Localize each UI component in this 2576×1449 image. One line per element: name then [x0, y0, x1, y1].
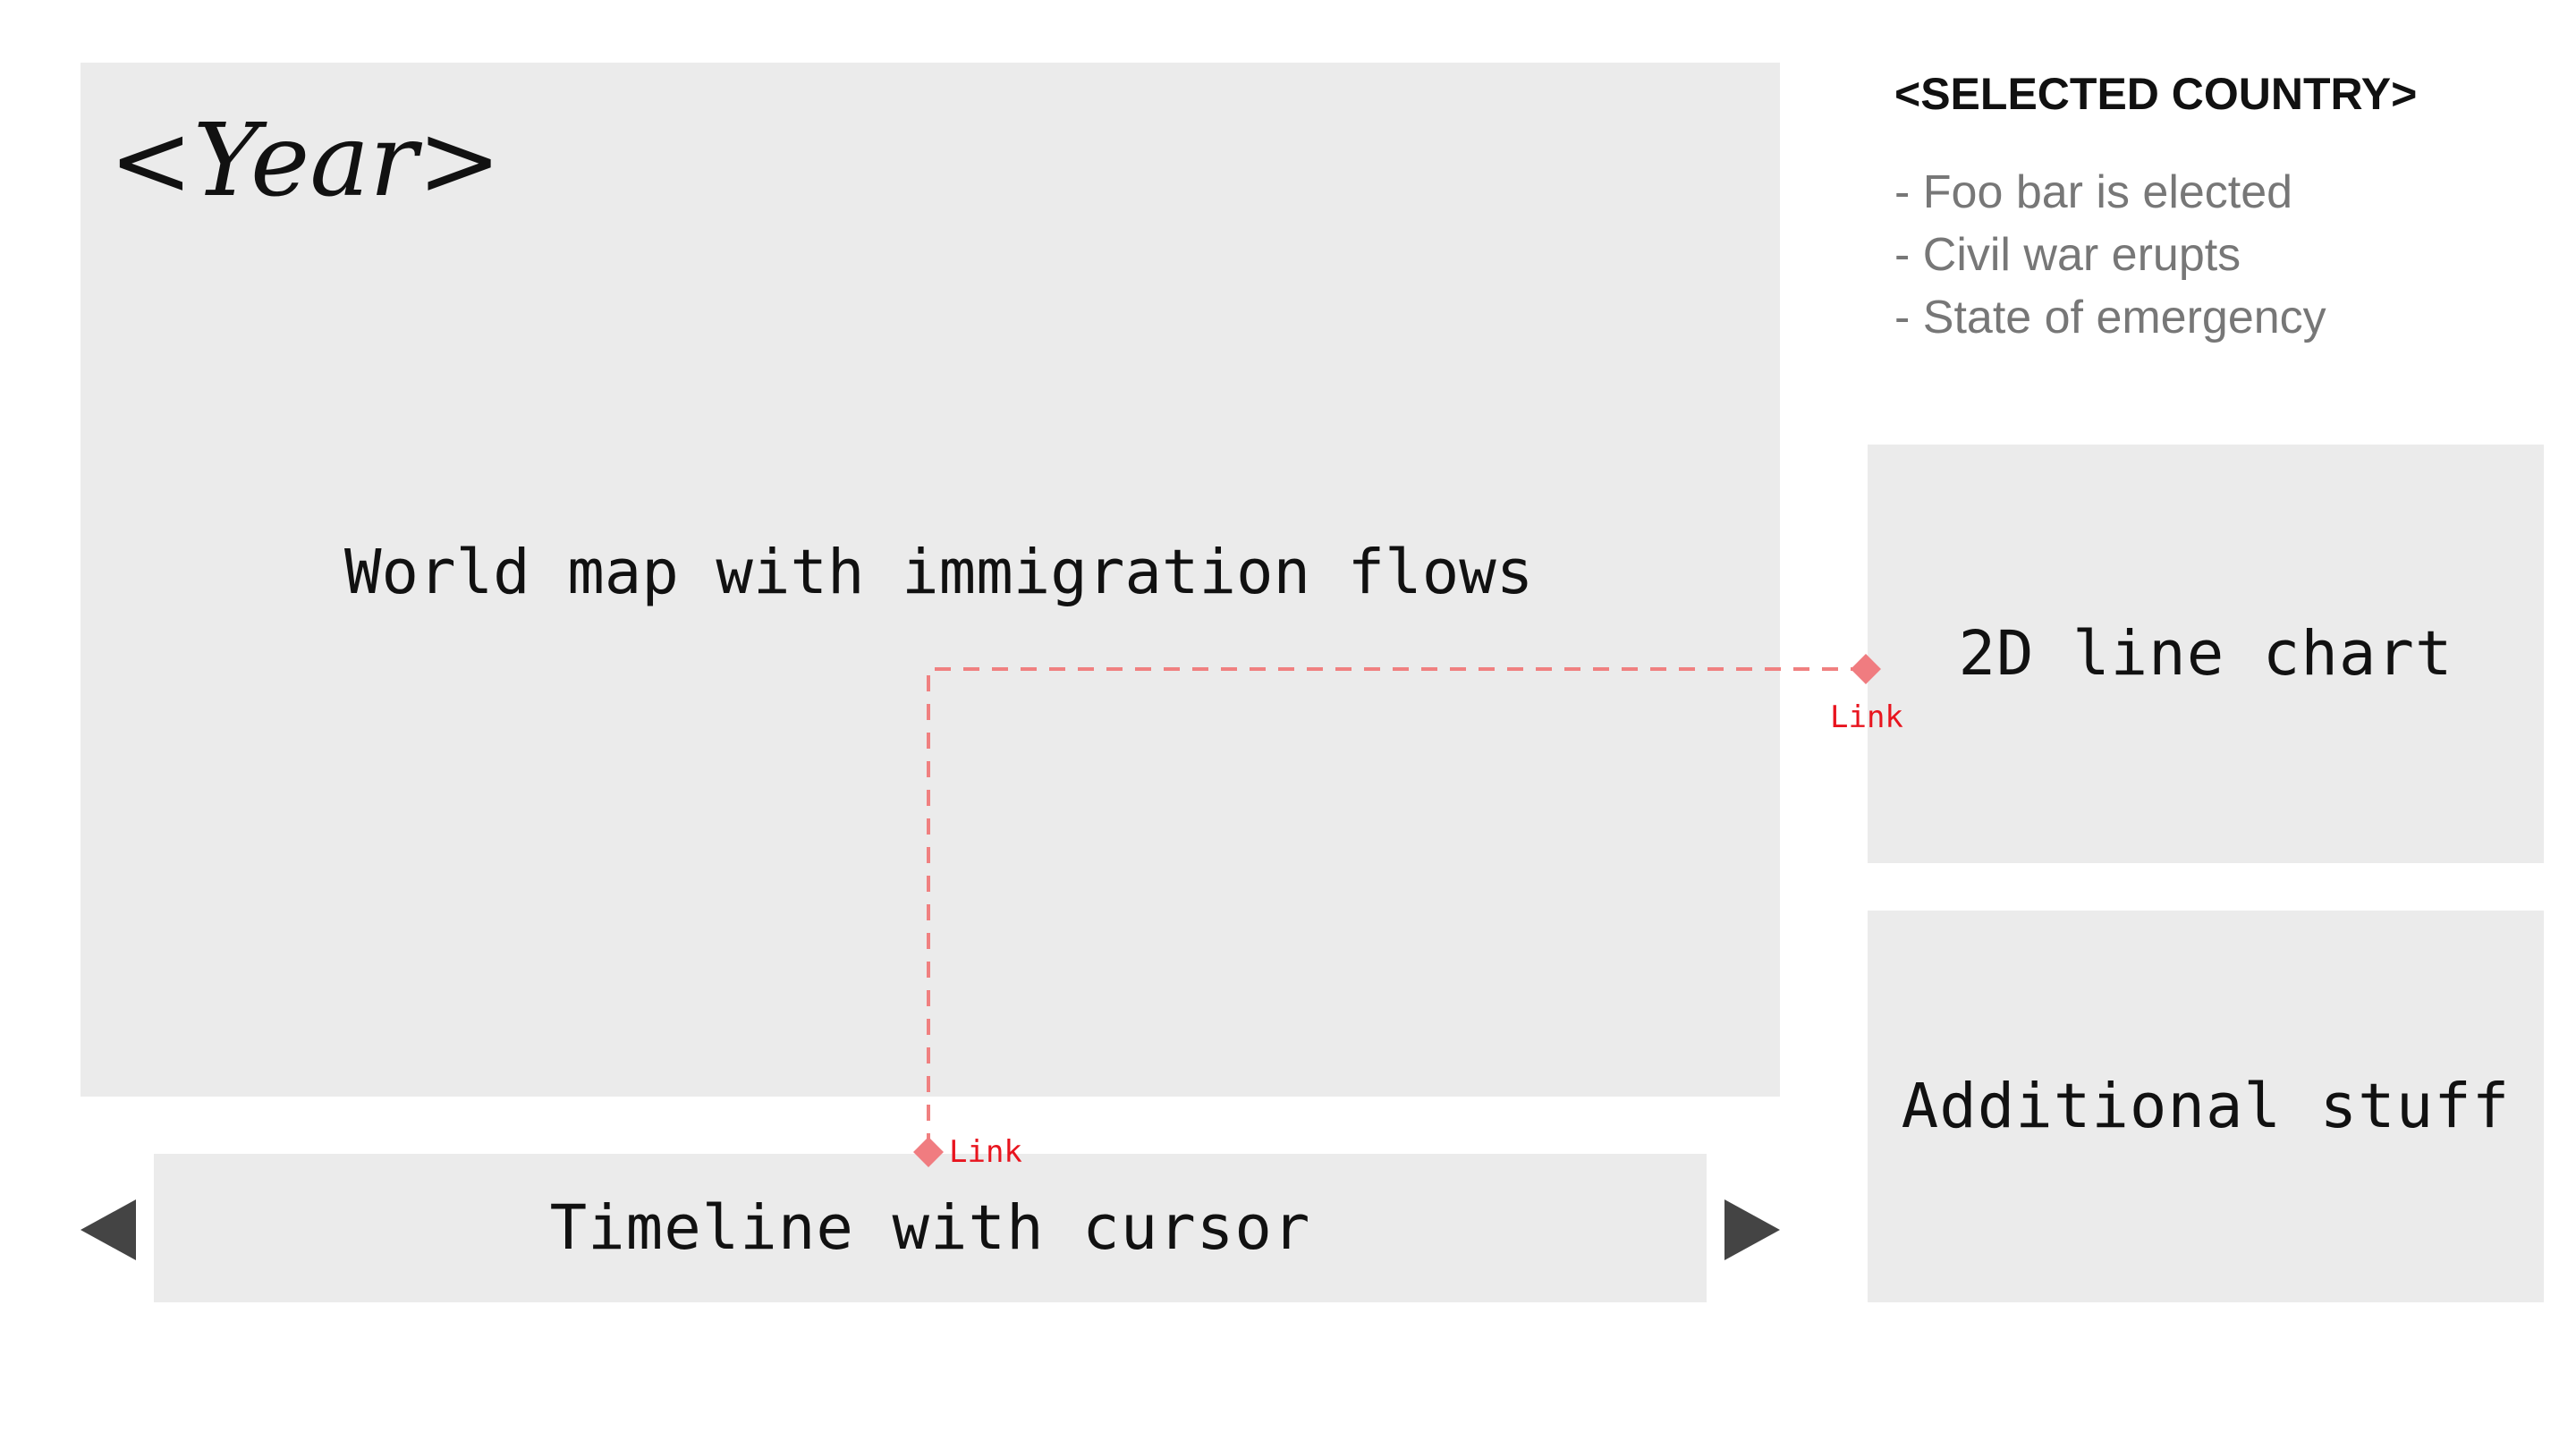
additional-panel[interactable]: Additional stuff — [1868, 911, 2544, 1302]
country-events-list: - Foo bar is elected - Civil war erupts … — [1894, 161, 2326, 349]
additional-label: Additional stuff — [1901, 1071, 2511, 1142]
year-label: <Year> — [109, 103, 502, 219]
world-map-label: World map with immigration flows — [344, 537, 1534, 608]
event-item: - Foo bar is elected — [1894, 166, 2293, 218]
timeline-label: Timeline with cursor — [549, 1192, 1311, 1264]
triangle-left-icon[interactable] — [80, 1199, 136, 1260]
line-chart-panel[interactable]: 2D line chart — [1868, 445, 2544, 863]
timeline-bar[interactable]: Timeline with cursor — [154, 1154, 1707, 1302]
triangle-right-icon[interactable] — [1724, 1199, 1780, 1260]
event-item: - Civil war erupts — [1894, 229, 2241, 281]
line-chart-label: 2D line chart — [1958, 618, 2453, 690]
selected-country-title: <SELECTED COUNTRY> — [1894, 69, 2418, 119]
event-item: - State of emergency — [1894, 292, 2326, 343]
